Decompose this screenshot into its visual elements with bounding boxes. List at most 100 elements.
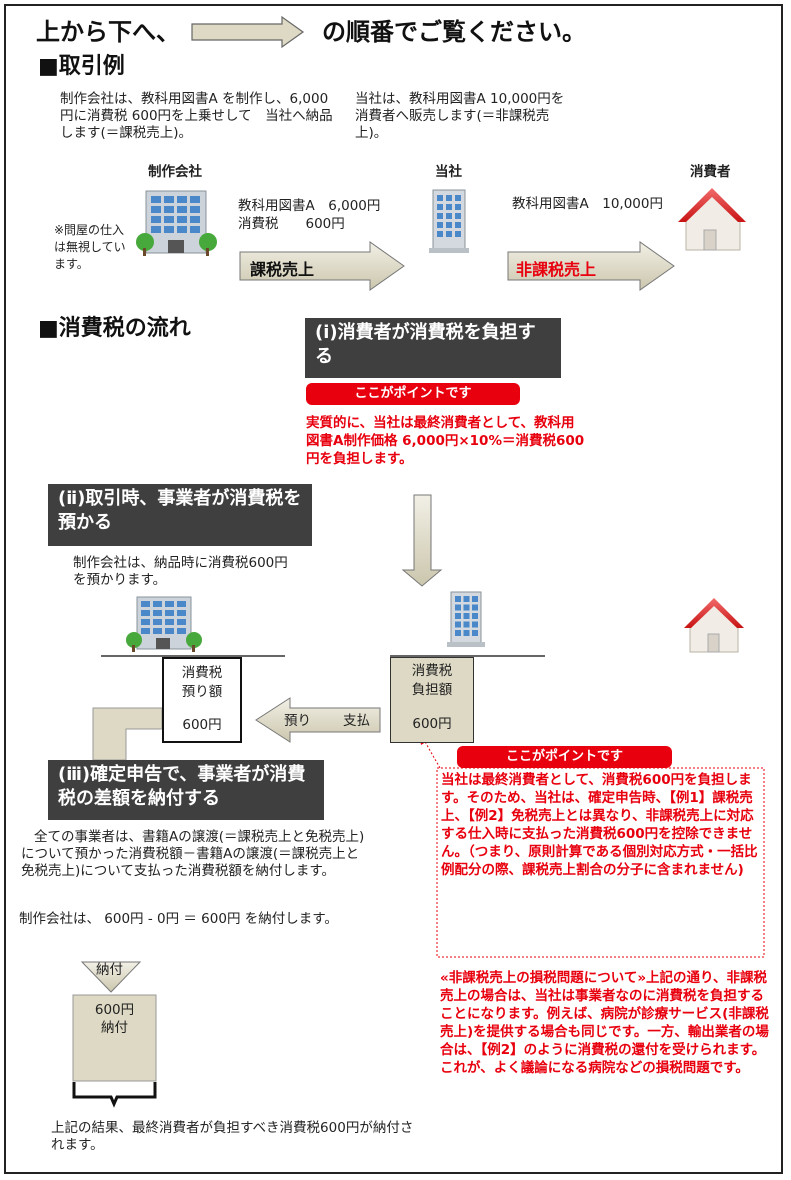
building-window <box>455 204 461 210</box>
consumer-house-icon-2 <box>684 598 744 653</box>
building-window <box>164 216 174 223</box>
payment-box-label: 納付 <box>101 1020 128 1036</box>
building-window <box>472 613 478 619</box>
ours-box-line2: 負担額 <box>411 682 453 698</box>
building-window <box>455 596 461 602</box>
building-window <box>190 226 200 233</box>
building-window <box>446 195 452 201</box>
point2-text: 当社は最終消費者として、消費税600円を負担します。そのため、当社は、確定申告時… <box>441 772 758 878</box>
ours-label: 当社 <box>435 164 462 180</box>
building-window <box>455 613 461 619</box>
building-window <box>437 195 443 201</box>
building-window <box>463 596 470 602</box>
building-window <box>437 204 443 210</box>
step1-title: (ⅰ)消費者が消費税を負担する <box>305 318 561 378</box>
building-window <box>151 216 161 223</box>
building-window <box>165 628 174 634</box>
result-text: 上記の結果、最終消費者が負担すべき消費税600円が納付されます。 <box>51 1120 414 1153</box>
building-window <box>165 619 174 625</box>
company-label: 制作会社 <box>148 164 202 180</box>
page-title-before: 上から下へ、 <box>36 18 180 46</box>
item2-label: 教科用図書A 10,000円 <box>512 196 663 212</box>
building-window <box>463 604 470 611</box>
building-window <box>141 628 150 634</box>
flow-heading: ■消費税の流れ <box>38 316 191 341</box>
step3-title: (ⅲ)確定申告で、事業者が消費税の差額を納付する <box>48 760 324 820</box>
building-window <box>437 231 443 237</box>
building-window <box>455 621 461 628</box>
company-tax-box: 消費税 預り額 600円 <box>162 657 242 743</box>
item1-line2: 消費税 600円 <box>238 216 345 232</box>
nontaxable-sale-arrow <box>507 241 675 291</box>
building-window <box>472 604 478 611</box>
loss-tax-text: «非課税売上の損税問題について»上記の通り、非課税売上の場合は、当社は事業者なの… <box>440 970 769 1076</box>
step3-text: 全ての事業者は、書籍Aの譲渡(＝課税売上と免税売上)について預かった消費税額－書… <box>21 829 365 879</box>
callout-pointer-line <box>423 739 441 769</box>
building-window <box>151 196 161 203</box>
building-window <box>141 601 150 607</box>
ours-tax-box: 消費税 負担額 600円 <box>390 657 474 743</box>
building-window <box>177 196 187 203</box>
payment-box: 600円 納付 <box>73 1001 156 1037</box>
building-window <box>446 231 452 237</box>
building-window <box>472 630 478 636</box>
building-window <box>446 204 452 210</box>
building-window <box>141 619 150 625</box>
building-window <box>455 231 461 237</box>
building-window <box>455 604 461 611</box>
building-window <box>463 613 470 619</box>
taxable-sale-arrow <box>239 241 405 291</box>
building-window <box>437 213 443 219</box>
building-window <box>177 226 187 233</box>
building-window <box>455 222 461 228</box>
payment-box-amount: 600円 <box>94 1002 135 1018</box>
building-window <box>165 601 174 607</box>
example-heading: ■取引例 <box>38 54 125 79</box>
building-window <box>455 213 461 219</box>
building-window <box>472 621 478 628</box>
deposit-payment-arrow <box>255 697 381 743</box>
building-window <box>177 610 186 616</box>
building-window <box>151 226 161 233</box>
building-window <box>164 196 174 203</box>
point2-callout-frame <box>436 767 765 958</box>
company-building-icon-2 <box>126 596 202 652</box>
building-window <box>177 628 186 634</box>
building-window <box>437 222 443 228</box>
item1-line1: 教科用図書A 6,000円 <box>238 198 381 214</box>
building-window <box>190 206 200 213</box>
building-window <box>463 630 470 636</box>
step2-title: (ⅱ)取引時、事業者が消費税を預かる <box>48 484 312 546</box>
ours-box-amount: 600円 <box>412 716 452 732</box>
step3-calc: 制作会社は、 600円 - 0円 ＝ 600円 を納付します。 <box>19 911 338 927</box>
page-title-after: の順番でご覧ください。 <box>322 18 586 46</box>
building-window <box>153 601 162 607</box>
building-window <box>446 213 452 219</box>
payment-box-bg <box>72 994 157 1082</box>
building-window <box>164 206 174 213</box>
building-window <box>153 628 162 634</box>
building-window <box>177 216 187 223</box>
building-window <box>164 226 174 233</box>
building-window <box>141 610 150 616</box>
down-flow-arrow <box>401 494 443 587</box>
company-box-line2: 預り額 <box>181 684 223 700</box>
company-building-icon <box>136 190 217 256</box>
company-box-amount: 600円 <box>182 717 222 733</box>
example-desc-left: 制作会社は、教科用図書A を制作し、6,000円に消費税 600円を上乗せして … <box>60 91 333 141</box>
outer-frame <box>4 4 783 1174</box>
result-brace <box>72 1082 157 1108</box>
wholesaler-note: ※問屋の仕入は無視しています。 <box>54 223 126 271</box>
building-window <box>165 610 174 616</box>
building-window <box>463 621 470 628</box>
company-box-line1: 消費税 <box>181 665 223 681</box>
point2-badge: ここがポイントです <box>457 746 672 768</box>
title-arrow-icon <box>191 15 305 49</box>
building-window <box>177 601 186 607</box>
building-window <box>455 195 461 201</box>
building-window <box>153 610 162 616</box>
step2-text: 制作会社は、納品時に消費税600円を預かります。 <box>73 555 288 588</box>
building-window <box>190 216 200 223</box>
example-desc-right: 当社は、教科用図書A 10,000円を 消費者へ販売します(＝非課税売上)。 <box>355 91 578 141</box>
